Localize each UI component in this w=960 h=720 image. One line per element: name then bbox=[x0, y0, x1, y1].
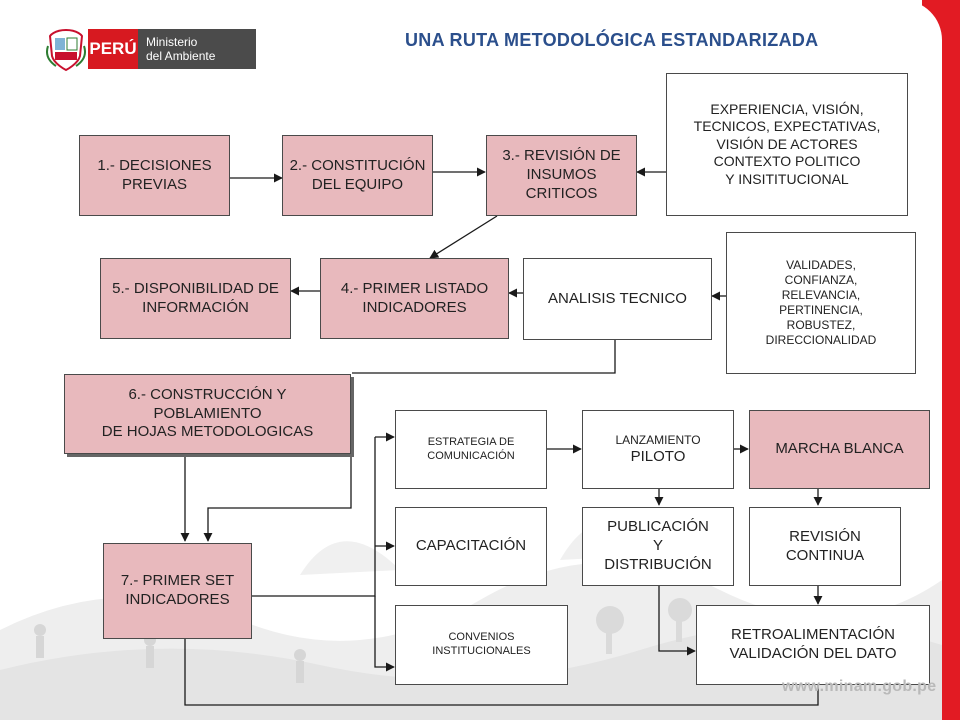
step-5-disponibilidad-informacion: 5.- DISPONIBILIDAD DE INFORMACIÓN bbox=[100, 258, 291, 339]
step-2-constitucion-equipo: 2.- CONSTITUCIÓN DEL EQUIPO bbox=[282, 135, 433, 216]
criterios-box: VALIDADES, CONFIANZA, RELEVANCIA, PERTIN… bbox=[726, 232, 916, 374]
lanzamiento-line2: PILOTO bbox=[630, 447, 686, 465]
analisis-label: ANALISIS TECNICO bbox=[548, 289, 687, 307]
publicacion-distribucion-box: PUBLICACIÓN Y DISTRIBUCIÓN bbox=[582, 507, 734, 586]
capacitacion-box: CAPACITACIÓN bbox=[395, 507, 547, 586]
experiencia-label: EXPERIENCIA, VISIÓN, TECNICOS, EXPECTATI… bbox=[693, 100, 881, 187]
step-1-label: 1.- DECISIONES PREVIAS bbox=[97, 156, 212, 193]
revision-continua-label: REVISIÓN CONTINUA bbox=[785, 527, 865, 564]
retroalimentacion-box: RETROALIMENTACIÓN VALIDACIÓN DEL DATO bbox=[696, 605, 930, 685]
step-6-label: 6.- CONSTRUCCIÓN Y POBLAMIENTO DE HOJAS … bbox=[101, 385, 314, 441]
step-4-label: 4.- PRIMER LISTADO INDICADORES bbox=[340, 279, 489, 316]
step-6-construccion-hojas: 6.- CONSTRUCCIÓN Y POBLAMIENTO DE HOJAS … bbox=[64, 374, 351, 454]
step-2-label: 2.- CONSTITUCIÓN DEL EQUIPO bbox=[289, 156, 426, 193]
analisis-tecnico-box: ANALISIS TECNICO bbox=[523, 258, 712, 340]
criterios-label: VALIDADES, CONFIANZA, RELEVANCIA, PERTIN… bbox=[765, 258, 877, 347]
coat-of-arms-icon bbox=[46, 28, 86, 72]
logo-ministry-label: Ministerio del Ambiente bbox=[138, 29, 256, 69]
marcha-blanca-box: MARCHA BLANCA bbox=[749, 410, 930, 489]
step-4-primer-listado: 4.- PRIMER LISTADO INDICADORES bbox=[320, 258, 509, 339]
step-3-label: 3.- REVISIÓN DE INSUMOS CRITICOS bbox=[502, 147, 621, 202]
step-5-label: 5.- DISPONIBILIDAD DE INFORMACIÓN bbox=[112, 279, 279, 316]
logo-country-label: PERÚ bbox=[88, 29, 138, 69]
convenios-institucionales-box: CONVENIOS INSTITUCIONALES bbox=[395, 605, 568, 685]
step-3-revision-insumos: 3.- REVISIÓN DE INSUMOS CRITICOS bbox=[486, 135, 637, 216]
publicacion-label: PUBLICACIÓN Y DISTRIBUCIÓN bbox=[604, 518, 712, 573]
estrategia-comunicacion-box: ESTRATEGIA DE COMUNICACIÓN bbox=[395, 410, 547, 489]
experiencia-vision-box: EXPERIENCIA, VISIÓN, TECNICOS, EXPECTATI… bbox=[666, 73, 908, 216]
lanzamiento-piloto-box: LANZAMIENTO PILOTO bbox=[582, 410, 734, 489]
step-7-primer-set: 7.- PRIMER SET INDICADORES bbox=[103, 543, 252, 639]
page-title: UNA RUTA METODOLÓGICA ESTANDARIZADA bbox=[405, 30, 819, 50]
capacitacion-label: CAPACITACIÓN bbox=[415, 537, 527, 555]
logo-ministry-line2: del Ambiente bbox=[146, 49, 216, 63]
retroalimentacion-label: RETROALIMENTACIÓN VALIDACIÓN DEL DATO bbox=[729, 626, 897, 662]
ministry-logo: PERÚ Ministerio del Ambiente bbox=[46, 26, 256, 72]
step-1-decisiones-previas: 1.- DECISIONES PREVIAS bbox=[79, 135, 230, 216]
logo-ministry-line1: Ministerio bbox=[146, 35, 198, 49]
lanzamiento-line1: LANZAMIENTO bbox=[615, 432, 701, 447]
estrategia-label: ESTRATEGIA DE COMUNICACIÓN bbox=[427, 435, 515, 462]
convenios-label: CONVENIOS INSTITUCIONALES bbox=[432, 631, 531, 657]
revision-continua-box: REVISIÓN CONTINUA bbox=[749, 507, 901, 586]
step-7-label: 7.- PRIMER SET INDICADORES bbox=[120, 572, 235, 608]
marcha-label: MARCHA BLANCA bbox=[775, 440, 904, 458]
website-watermark: www.minam.gob.pe bbox=[782, 678, 937, 695]
